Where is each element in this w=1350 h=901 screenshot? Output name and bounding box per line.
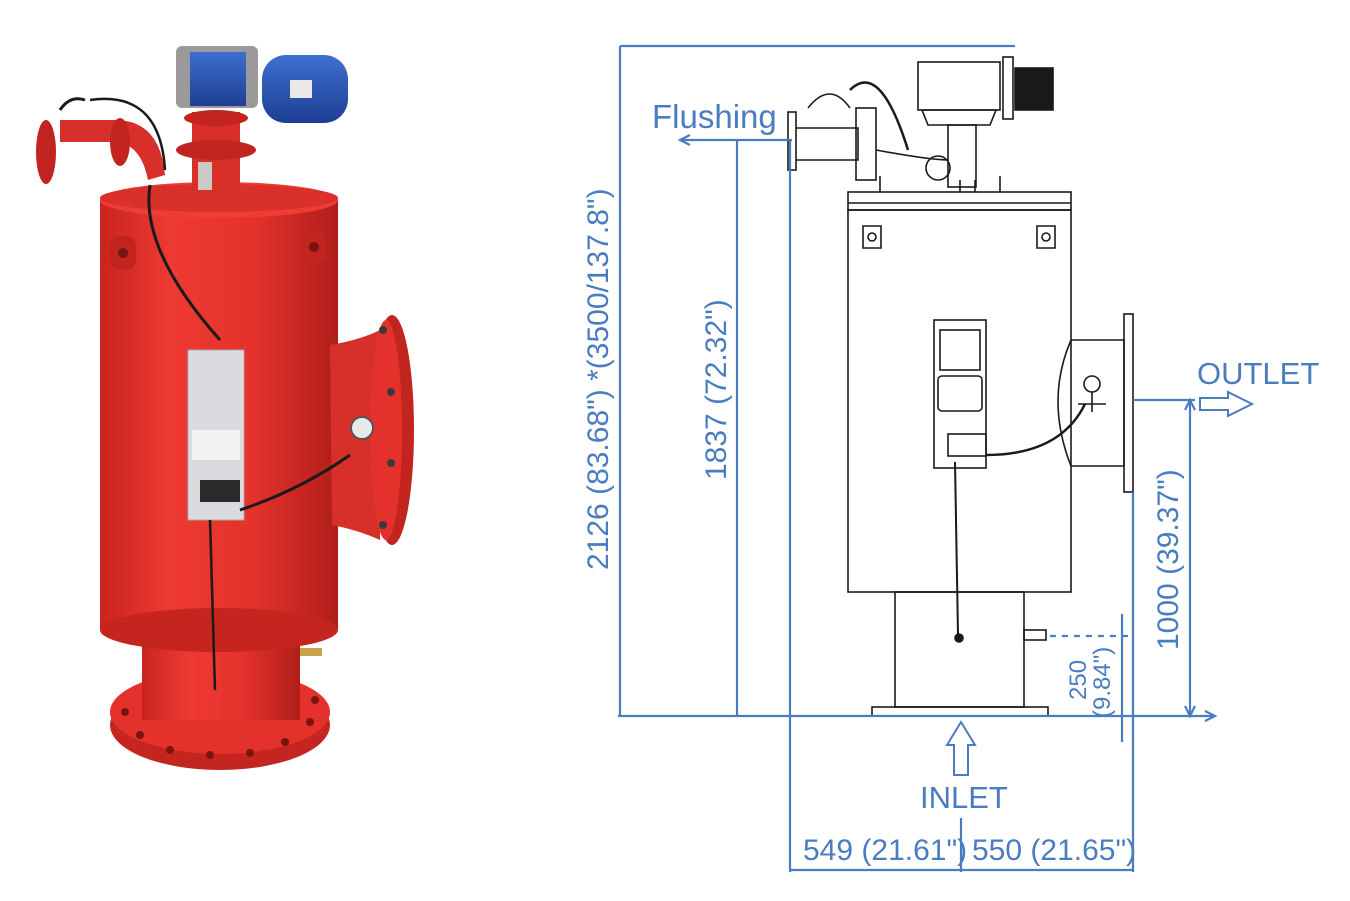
drawing-outlet-nozzle	[1071, 339, 1125, 467]
outlet-arrow	[1199, 390, 1255, 418]
inlet-arrow	[945, 720, 977, 776]
base-flange-bolts	[121, 696, 319, 759]
cable-photo	[208, 519, 217, 691]
drawing-filter-body	[847, 209, 1072, 593]
total-height-dimension: 2126 (83.68") *(3500/137.8")	[582, 188, 615, 570]
outlet-height-dimension: 1000 (39.37")	[1152, 469, 1185, 650]
pressure-gauge-photo	[350, 416, 374, 440]
drawing-base-flange	[871, 706, 1049, 717]
dimension-lines	[618, 44, 1255, 872]
drawing-gearbox	[917, 61, 1001, 111]
drain-height-mm: 250	[1065, 660, 1092, 700]
drawing-flushing-valve	[855, 107, 877, 181]
drawing-drain-valve	[1023, 629, 1047, 641]
outlet-label: OUTLET	[1197, 356, 1319, 391]
drain-valve-photo	[300, 648, 322, 656]
drain-height-in: (9.84")	[1089, 647, 1116, 718]
flushing-valve-photo	[60, 120, 165, 180]
width-left-dimension: 549 (21.61")	[803, 834, 967, 867]
flushing-label: Flushing	[652, 98, 777, 135]
inlet-label: INLET	[920, 780, 1008, 815]
flushing-height-dimension: 1837 (72.32")	[700, 299, 733, 480]
technical-drawing	[787, 56, 1134, 717]
drawing-control-panel	[933, 319, 987, 469]
drawing-pressure-gauge	[1083, 375, 1101, 393]
filter-photo	[36, 46, 414, 770]
width-right-dimension: 550 (21.65")	[972, 834, 1136, 867]
drawing-motor	[1014, 67, 1054, 111]
drawing-lower-pipe	[894, 591, 1025, 708]
drawing-outlet-flange	[1123, 313, 1134, 493]
